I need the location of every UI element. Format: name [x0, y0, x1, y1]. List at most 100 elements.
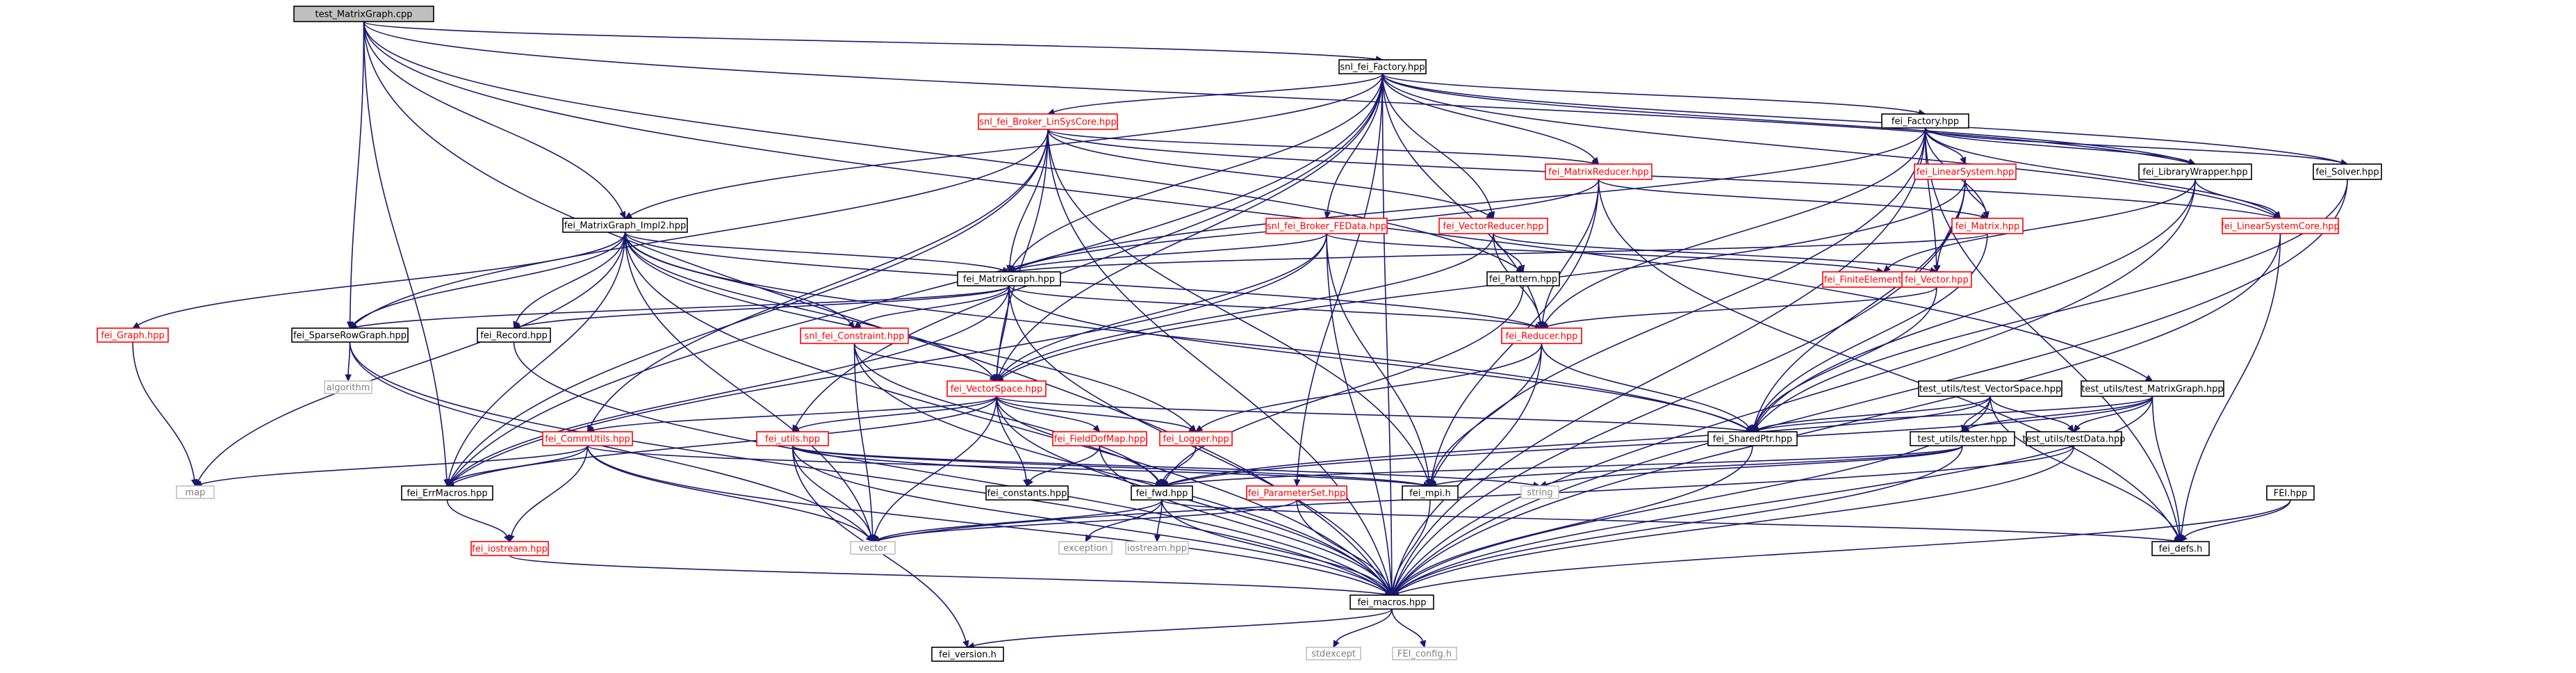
node-librarywrapper[interactable]: fei_LibraryWrapper.hpp [2138, 163, 2252, 180]
node-label: fei_version.h [939, 650, 996, 660]
edge-fei_utils-to-vector [791, 445, 875, 543]
node-box [2081, 380, 2224, 397]
edge-factory-to-broker_fedata [1324, 73, 1384, 220]
node-label: fei_ParameterSet.hpp [1248, 489, 1346, 499]
node-label: fei_Pattern.hpp [1489, 275, 1557, 285]
node-linearsystem[interactable]: fei_LinearSystem.hpp [1914, 163, 2017, 180]
node-matrixreducer[interactable]: fei_MatrixReducer.hpp [1545, 163, 1652, 180]
node-record[interactable]: fei_Record.hpp [477, 327, 551, 343]
node-box [1338, 59, 1427, 74]
node-label: fei_LibraryWrapper.hpp [2142, 168, 2247, 178]
node-broker-fedata[interactable]: snl_fei_Broker_FEData.hpp [1265, 218, 1388, 234]
node-logger[interactable]: fei_Logger.hpp [1159, 431, 1233, 446]
node-reducer[interactable]: fei_Reducer.hpp [1501, 327, 1582, 344]
node-constraint[interactable]: snl_fei_Constraint.hpp [800, 327, 909, 344]
node-fei-h[interactable]: FEI.hpp [2266, 485, 2315, 501]
node-tester[interactable]: test_utils/tester.hpp [1910, 431, 2015, 446]
edge-fei_factory-to-reducer [1541, 127, 1926, 330]
node-label: test_utils/tester.hpp [1917, 435, 2007, 445]
node-label: exception [1063, 544, 1108, 554]
node-label: fei_Record.hpp [480, 331, 547, 341]
edge-reducer-to-fei_mpi [1428, 343, 1543, 487]
edge-vectorspace-to-fei_utils [791, 396, 997, 432]
node-fei-factory[interactable]: fei_Factory.hpp [1881, 113, 1969, 129]
node-sparserowgraph[interactable]: fei_SparseRowGraph.hpp [291, 327, 409, 343]
node-constants[interactable]: fei_constants.hpp [985, 485, 1069, 501]
node-fei-utils[interactable]: fei_utils.hpp [756, 431, 829, 446]
edge-linearsystem-to-vectorspace [995, 179, 1966, 382]
edge-factory-to-solver [1381, 73, 2349, 166]
edge-root-to-factory [363, 21, 1384, 63]
node-tu-vectorspace[interactable]: test_utils/test_VectorSpace.hpp [1918, 380, 2062, 397]
edge-commutils-to-errmacros [446, 445, 589, 487]
node-commutils[interactable]: fei_CommUtils.hpp [542, 431, 633, 446]
node-exception: exception [1058, 541, 1113, 555]
edge-root-to-pattern [363, 21, 1525, 273]
node-vector: vector [850, 541, 896, 555]
node-fei-mpi[interactable]: fei_mpi.h [1402, 485, 1459, 501]
edge-librarywrapper-to-linsyscore [2194, 179, 2281, 219]
node-pattern[interactable]: fei_Pattern.hpp [1486, 271, 1560, 286]
edge-librarywrapper-to-fedata [1882, 179, 2196, 273]
node-box [1125, 541, 1189, 555]
node-label: snl_fei_Broker_LinSysCore.hpp [979, 117, 1116, 128]
node-mgimpl2[interactable]: fei_MatrixGraph_Impl2.hpp [562, 218, 688, 233]
node-paramset[interactable]: fei_ParameterSet.hpp [1246, 485, 1347, 501]
node-algorithm: algorithm [324, 380, 372, 394]
node-vectorspace[interactable]: fei_VectorSpace.hpp [946, 380, 1047, 397]
edge-factory-to-vectorreducer [1381, 73, 1495, 220]
node-version[interactable]: fei_version.h [931, 647, 1004, 662]
node-label: fei_MatrixGraph.hpp [963, 275, 1055, 285]
edge-fei_fwd-to-defs [1161, 499, 2182, 544]
node-fei-matrix[interactable]: fei_Matrix.hpp [1951, 218, 2024, 234]
edge-macros-to-feiconfig [1391, 608, 1426, 649]
node-label: fei_LinearSystem.hpp [1917, 168, 2014, 178]
edge-broker_fedata-to-fei_mpi [1326, 233, 1433, 487]
node-graph[interactable]: fei_Graph.hpp [97, 327, 169, 343]
node-macros[interactable]: fei_macros.hpp [1349, 594, 1434, 610]
node-root[interactable]: test_MatrixGraph.cpp [293, 6, 434, 22]
node-box [293, 6, 434, 22]
node-label: snl_fei_Constraint.hpp [804, 332, 904, 342]
edge-fei_mpi-to-macros [1389, 499, 1431, 597]
node-fielddofmap[interactable]: fei_FieldDofMap.hpp [1052, 431, 1147, 446]
edge-macros-to-version [967, 608, 1393, 649]
node-iostream: iostream.hpp [1125, 541, 1189, 555]
edge-tu_vectorspace-to-defs [1990, 396, 2181, 543]
node-iostream-hpp[interactable]: fei_iostream.hpp [470, 541, 549, 556]
node-errmacros[interactable]: fei_ErrMacros.hpp [401, 485, 493, 501]
node-sharedptr[interactable]: fei_SharedPtr.hpp [1707, 431, 1798, 446]
node-box [1501, 327, 1582, 344]
node-fei-fwd[interactable]: fei_fwd.hpp [1131, 485, 1193, 501]
node-factory[interactable]: snl_fei_Factory.hpp [1338, 59, 1427, 74]
node-tu-matrixgraph[interactable]: test_utils/test_MatrixGraph.hpp [2081, 380, 2224, 397]
edge-matrixgraph-to-constraint [853, 285, 1010, 329]
edge-root-to-sparserowgraph [346, 21, 365, 330]
node-testdata[interactable]: test_utils/testData.hpp [2022, 431, 2126, 446]
node-fei-vector[interactable]: fei_Vector.hpp [1901, 271, 1972, 288]
node-matrixgraph[interactable]: fei_MatrixGraph.hpp [957, 271, 1061, 286]
node-box [1349, 594, 1434, 610]
edge-root-to-tu_matrixgraph [363, 21, 2153, 382]
node-broker-lin[interactable]: snl_fei_Broker_LinSysCore.hpp [978, 113, 1118, 130]
node-solver[interactable]: fei_Solver.hpp [2313, 163, 2382, 180]
node-defs[interactable]: fei_defs.h [2151, 541, 2210, 556]
node-label: fei_MatrixGraph_Impl2.hpp [564, 221, 687, 232]
edge-mgimpl2-to-vector [624, 232, 875, 543]
edge-factory-to-macros [1381, 73, 1395, 597]
edge-vectorspace-to-fielddofmap [996, 396, 1101, 432]
node-string: string [1520, 485, 1559, 499]
node-box [1918, 380, 2062, 397]
node-box [1131, 485, 1193, 501]
node-map: map [176, 485, 215, 499]
node-linsyscore[interactable]: fei_LinearSystemCore.hpp [2221, 218, 2340, 234]
node-box [931, 647, 1004, 662]
node-label: FEI.hpp [2274, 489, 2307, 499]
node-vectorreducer[interactable]: fei_VectorReducer.hpp [1438, 218, 1548, 234]
edge-factory-to-linsyscore [1381, 73, 2281, 219]
node-label: fei_Reducer.hpp [1506, 332, 1578, 342]
edges-layer [131, 21, 2349, 649]
node-label: snl_fei_Broker_FEData.hpp [1267, 222, 1386, 232]
node-label: fei_macros.hpp [1357, 598, 1426, 608]
edge-factory-to-errmacros [446, 73, 1384, 487]
